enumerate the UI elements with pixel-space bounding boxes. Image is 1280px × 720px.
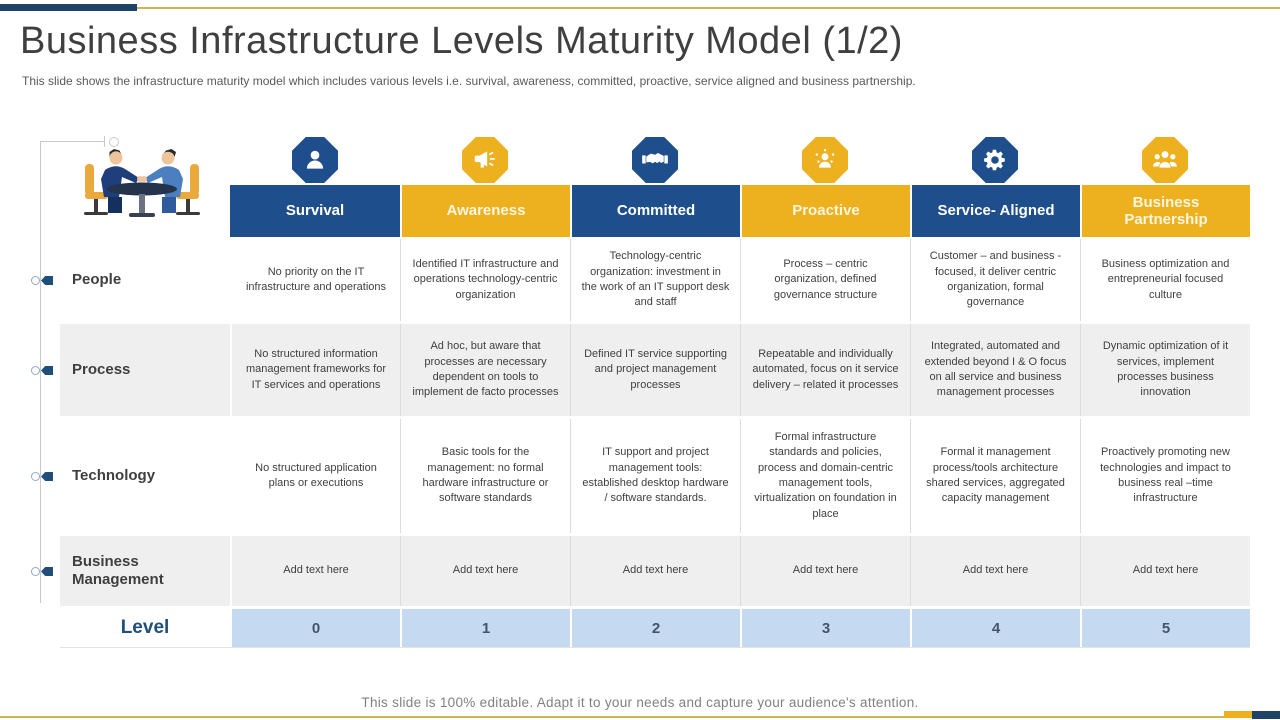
marker-circle-icon: [31, 567, 40, 576]
level-label: Level: [60, 609, 230, 647]
table-row-process: Process No structured information manage…: [60, 324, 1250, 416]
cell-people-service-aligned: Customer – and business - focused, it de…: [910, 239, 1080, 321]
connector-horizontal-line: [40, 141, 104, 142]
maturity-table: Survival Awareness Committed Proactive S…: [60, 134, 1250, 648]
column-header-proactive: Proactive: [740, 185, 910, 237]
cell-people-proactive: Process – centric organization, defined …: [740, 239, 910, 321]
cell-people-committed: Technology-centric organization: investm…: [570, 239, 740, 321]
column-header-survival: Survival: [230, 185, 400, 237]
megaphone-icon: [462, 137, 508, 183]
table-row-technology: Technology No structured application pla…: [60, 419, 1250, 533]
marker-tag-icon: [41, 366, 53, 375]
cell-process-proactive: Repeatable and individually automated, f…: [740, 324, 910, 416]
level-value-1: 1: [400, 609, 570, 647]
connector-tick: [104, 136, 105, 147]
marker-circle-icon: [31, 366, 40, 375]
marker-circle-icon: [31, 276, 40, 285]
cell-technology-business-partnership: Proactively promoting new technologies a…: [1080, 419, 1250, 533]
gear-wrench-icon: [972, 137, 1018, 183]
cell-bizmgmt-business-partnership: Add text here: [1080, 536, 1250, 606]
row-marker-process: [31, 366, 53, 375]
cell-people-awareness: Identified IT infrastructure and operati…: [400, 239, 570, 321]
table-row-people: People No priority on the IT infrastruct…: [60, 239, 1250, 321]
row-marker-people: [31, 276, 53, 285]
level-value-2: 2: [570, 609, 740, 647]
handshake-icon: [632, 137, 678, 183]
row-label: People: [60, 239, 230, 321]
cell-people-survival: No priority on the IT infrastructure and…: [230, 239, 400, 321]
row-label: Process: [60, 324, 230, 416]
row-marker-technology: [31, 472, 53, 481]
worker-person-icon: [292, 137, 338, 183]
editable-note: This slide is 100% editable. Adapt it to…: [361, 695, 919, 710]
page-title: Business Infrastructure Levels Maturity …: [20, 20, 903, 62]
icon-row: [60, 134, 1250, 185]
cell-process-survival: No structured information management fra…: [230, 324, 400, 416]
table-row-business-management: Business Management Add text here Add te…: [60, 536, 1250, 606]
cell-technology-service-aligned: Formal it management process/tools archi…: [910, 419, 1080, 533]
level-value-4: 4: [910, 609, 1080, 647]
column-header-service-aligned: Service- Aligned: [910, 185, 1080, 237]
cell-process-service-aligned: Integrated, automated and extended beyon…: [910, 324, 1080, 416]
column-header-awareness: Awareness: [400, 185, 570, 237]
cell-bizmgmt-service-aligned: Add text here: [910, 536, 1080, 606]
cell-process-committed: Defined IT service supporting and projec…: [570, 324, 740, 416]
marker-circle-icon: [31, 472, 40, 481]
cell-bizmgmt-survival: Add text here: [230, 536, 400, 606]
marker-tag-icon: [41, 276, 53, 285]
cell-technology-survival: No structured application plans or execu…: [230, 419, 400, 533]
star-person-icon: [802, 137, 848, 183]
top-navy-bar: [0, 4, 137, 11]
team-icon: [1142, 137, 1188, 183]
connector-end-circle: [109, 137, 119, 147]
bottom-gold-line: [0, 716, 1224, 718]
marker-tag-icon: [41, 567, 53, 576]
bottom-gold-block: [1224, 711, 1252, 718]
cell-technology-awareness: Basic tools for the management: no forma…: [400, 419, 570, 533]
meeting-illustration: [84, 149, 200, 217]
cell-bizmgmt-committed: Add text here: [570, 536, 740, 606]
level-value-3: 3: [740, 609, 910, 647]
bottom-navy-block: [1252, 711, 1280, 719]
cell-people-business-partnership: Business optimization and entrepreneuria…: [1080, 239, 1250, 321]
connector-vertical-line: [40, 141, 41, 603]
top-gold-line: [137, 7, 1280, 9]
level-row: Level 0 1 2 3 4 5: [60, 609, 1250, 648]
row-marker-business-management: [31, 567, 53, 576]
column-header-business-partnership: Business Partnership: [1080, 185, 1250, 237]
cell-technology-proactive: Formal infrastructure standards and poli…: [740, 419, 910, 533]
level-value-5: 5: [1080, 609, 1250, 647]
level-value-0: 0: [230, 609, 400, 647]
cell-bizmgmt-proactive: Add text here: [740, 536, 910, 606]
marker-tag-icon: [41, 472, 53, 481]
cell-bizmgmt-awareness: Add text here: [400, 536, 570, 606]
page-subtitle: This slide shows the infrastructure matu…: [22, 74, 916, 88]
row-label: Business Management: [60, 536, 230, 606]
column-header-committed: Committed: [570, 185, 740, 237]
row-label: Technology: [60, 419, 230, 533]
cell-process-awareness: Ad hoc, but aware that processes are nec…: [400, 324, 570, 416]
header-row: Survival Awareness Committed Proactive S…: [60, 185, 1250, 237]
cell-technology-committed: IT support and project management tools:…: [570, 419, 740, 533]
cell-process-business-partnership: Dynamic optimization of it services, imp…: [1080, 324, 1250, 416]
